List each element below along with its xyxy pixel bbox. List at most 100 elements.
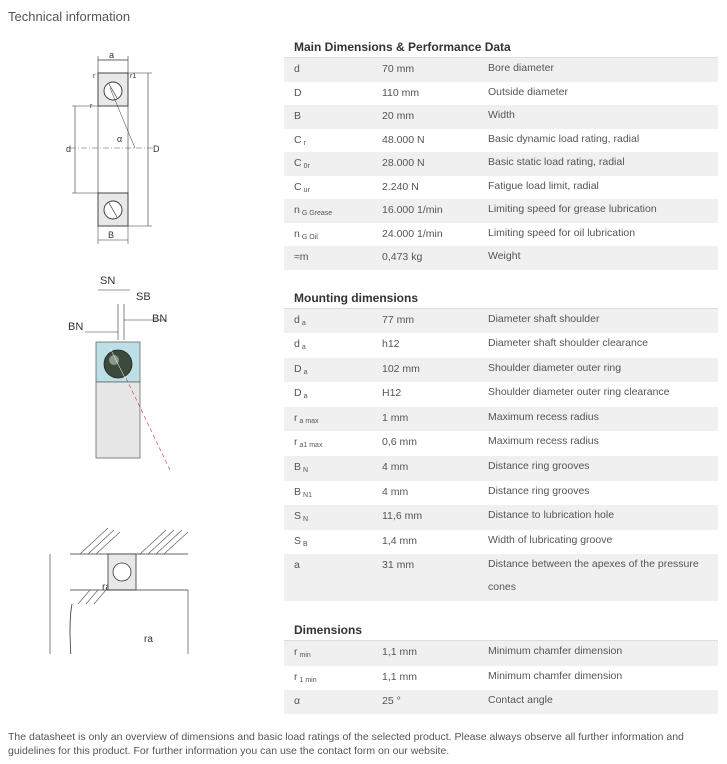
symbol-main: C xyxy=(294,157,302,169)
section-title: Main Dimensions & Performance Data xyxy=(284,36,718,58)
description-cell: Fatigue load limit, radial xyxy=(488,179,599,192)
description-cell: Distance between the apexes of the press… xyxy=(488,558,699,594)
symbol-main: B xyxy=(294,461,302,474)
section-spacer xyxy=(284,601,718,619)
value-cell: 25 ° xyxy=(382,695,401,708)
symbol-main: r xyxy=(294,646,298,659)
description-cell: Weight xyxy=(488,250,521,262)
symbol-subscript: 1 min xyxy=(299,676,317,684)
description-cell: Basic dynamic load rating, radial xyxy=(488,132,640,145)
description-cell: Distance to lubrication hole xyxy=(488,509,615,522)
symbol-main: B xyxy=(294,485,302,498)
description-cell: Diameter shaft shoulder xyxy=(488,312,600,325)
symbol-main: C xyxy=(294,133,302,146)
symbol-subscript: a xyxy=(303,393,308,401)
value-cell: H12 xyxy=(382,387,402,400)
symbol-main: D xyxy=(294,86,302,99)
value-cell: h12 xyxy=(382,338,400,351)
page-title: Technical information xyxy=(8,9,131,24)
symbol-subscript: N xyxy=(303,516,309,524)
symbol-main: d xyxy=(294,63,300,75)
label-alpha: α xyxy=(117,134,122,144)
description-cell: Limiting speed for oil lubrication xyxy=(488,226,636,239)
value-cell: 4 mm xyxy=(382,485,409,498)
label-r1: r1 xyxy=(130,73,136,80)
symbol-cell: B xyxy=(284,110,370,122)
symbol-main: n xyxy=(294,227,300,240)
value-cell: 4 mm xyxy=(382,461,409,474)
value-cell: 11,6 mm xyxy=(382,510,423,523)
description-cell: Maximum recess radius xyxy=(488,435,599,448)
symbol-main: S xyxy=(294,534,302,547)
symbol-main: r xyxy=(294,436,298,449)
value-cell: 16.000 1/min xyxy=(382,204,443,216)
symbol-subscript: r xyxy=(303,139,306,147)
label-BN-left: BN xyxy=(68,321,83,333)
description-cell: Shoulder diameter outer ring clearance xyxy=(488,386,670,399)
symbol-subscript: min xyxy=(299,652,311,660)
symbol-subscript: G Oil xyxy=(301,233,318,241)
value-cell: 1,1 mm xyxy=(382,670,418,683)
symbol-subscript: a1 max xyxy=(299,442,323,450)
symbol-subscript: B xyxy=(303,540,308,548)
symbol-main: r xyxy=(294,411,298,424)
description-cell: Diameter shaft shoulder clearance xyxy=(488,337,648,350)
footnote: The datasheet is only an overview of dim… xyxy=(8,731,684,757)
symbol-subscript: a xyxy=(301,344,306,352)
description-cell: Maximum recess radius xyxy=(488,410,599,423)
value-cell: 28.000 N xyxy=(382,157,425,169)
value-cell: 2.240 N xyxy=(382,180,419,193)
mounting-drawing: ra ra Da da xyxy=(49,527,189,654)
description-cell: Minimum chamfer dimension xyxy=(488,669,623,682)
description-cell: Outside diameter xyxy=(488,85,568,98)
value-cell: 20 mm xyxy=(382,110,415,122)
value-cell: 1,4 mm xyxy=(382,534,418,547)
symbol-cell: D xyxy=(284,87,370,99)
description-cell: Distance ring grooves xyxy=(488,484,590,497)
symbol-main: α xyxy=(294,695,301,708)
label-a: a xyxy=(109,50,114,60)
symbol-main: n xyxy=(294,204,300,216)
label-d: d xyxy=(66,144,71,154)
description-cell: Shoulder diameter outer ring xyxy=(488,361,622,374)
bearing-cross-section-drawing: a r r1 r α d D B xyxy=(66,50,160,244)
value-cell: 0,473 kg xyxy=(382,251,423,263)
value-cell: 102 mm xyxy=(382,362,420,375)
symbol-subscript: a xyxy=(303,368,308,376)
description-cell: Distance ring grooves xyxy=(488,460,590,473)
symbol-main: d xyxy=(294,313,300,326)
symbol-subscript: G Grease xyxy=(301,210,333,217)
description-cell: Limiting speed for grease lubrication xyxy=(488,203,657,215)
value-cell: 70 mm xyxy=(382,63,415,75)
symbol-main: D xyxy=(294,362,302,375)
symbol-main: r xyxy=(294,670,298,683)
symbol-main: B xyxy=(294,110,302,122)
